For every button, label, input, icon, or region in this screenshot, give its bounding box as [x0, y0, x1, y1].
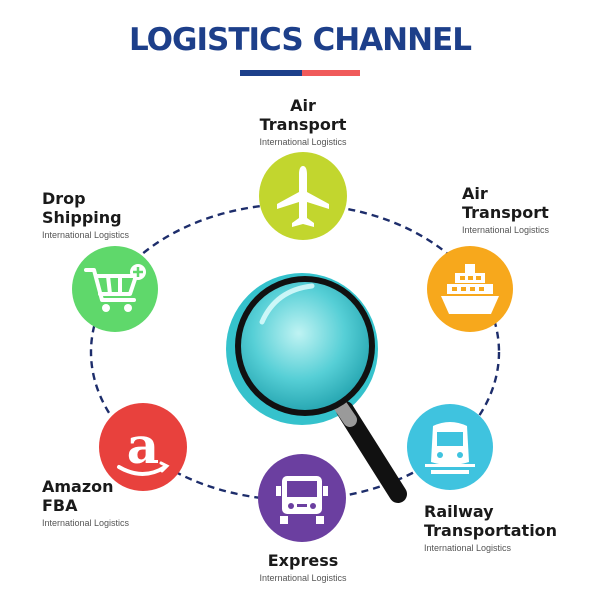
label-express: Express International Logistics [222, 551, 384, 583]
node-subtitle: International Logistics [424, 543, 512, 553]
amazon-logo-icon: a [117, 416, 170, 476]
node-name: Air [290, 96, 316, 115]
shopping-cart-icon [84, 264, 146, 312]
label-amazon-fba: Amazon FBA International Logistics [42, 477, 172, 528]
node-railway-transportation [407, 404, 493, 490]
label-drop-shipping: Drop Shipping International Logistics [42, 189, 172, 240]
title-underline-blue [240, 70, 302, 76]
page-title: LOGISTICS CHANNEL [129, 22, 472, 58]
ship-icon [441, 264, 499, 314]
airplane-icon [277, 166, 329, 227]
node-subtitle: International Logistics [42, 518, 130, 528]
node-air-transport-top [259, 152, 347, 240]
node-express [258, 454, 346, 542]
node-name: Transport [259, 115, 347, 134]
node-drop-shipping [72, 246, 158, 332]
node-name: Railway [424, 502, 494, 521]
train-icon [425, 422, 475, 474]
node-amazon-fba: a [99, 403, 187, 491]
node-name: Transport [462, 203, 549, 222]
title-underline-red [302, 70, 360, 76]
node-subtitle: International Logistics [462, 225, 550, 235]
label-railway-transportation: Railway Transportation International Log… [424, 502, 584, 553]
node-name: FBA [42, 496, 78, 515]
node-subtitle: International Logistics [259, 137, 347, 147]
label-air-transport-top: Air Transport International Logistics [222, 96, 384, 147]
node-name: Transportation [424, 521, 558, 540]
node-name: Air [462, 184, 488, 203]
node-air-transport-right [427, 246, 513, 332]
truck-icon [276, 476, 328, 524]
node-subtitle: International Logistics [42, 230, 130, 240]
node-name: Shipping [42, 208, 122, 227]
svg-text:a: a [127, 416, 159, 475]
node-name: Express [267, 551, 339, 570]
label-air-transport-right: Air Transport International Logistics [462, 184, 592, 235]
node-name: Amazon [42, 477, 114, 496]
node-name: Drop [42, 189, 86, 208]
node-subtitle: International Logistics [259, 573, 347, 583]
